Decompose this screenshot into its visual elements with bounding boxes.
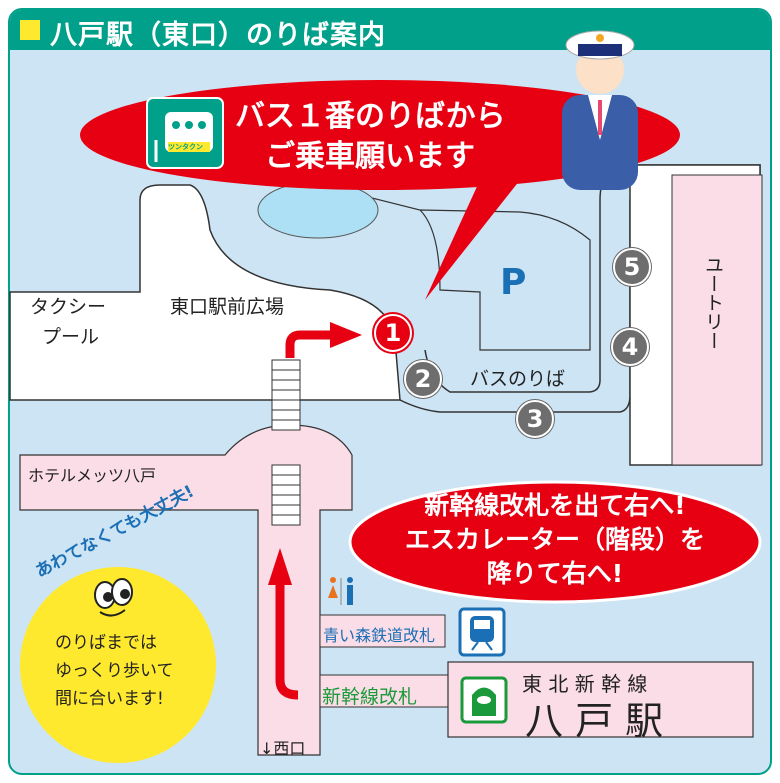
route-arrow-lower-head	[268, 548, 292, 585]
route-arrow-lower	[275, 580, 299, 700]
bus-stop-3: 3	[516, 400, 554, 438]
callout-top-bubble	[80, 80, 680, 190]
stairs-lower	[271, 464, 301, 526]
plaza-label: 東口駅前広場	[170, 296, 285, 318]
taxi-pool-label-1: タクシー	[30, 296, 107, 318]
stairs-upper	[271, 359, 301, 431]
shinkansen-icon	[460, 676, 508, 724]
aoimori-gate-label: 青い森鉄道改札	[323, 626, 436, 645]
reassure-line2: ゆっくり歩いて	[55, 661, 174, 681]
bus-stop-4: 4	[611, 328, 649, 366]
route-arrow-upper	[285, 330, 335, 358]
reassure-circle	[20, 567, 216, 763]
pond	[257, 181, 379, 239]
header-bar: 八戸駅（東口）のりば案内	[10, 10, 770, 51]
aoimori-train-icon	[458, 607, 506, 657]
callout-bottom-line1: 新幹線改札を出て右へ!	[424, 491, 686, 520]
callout-bottom-bubble	[348, 480, 762, 604]
taxi-sign-icon	[146, 97, 224, 169]
callout-top-line2: ご乗車願います	[265, 139, 475, 174]
shinkansen-corridor	[319, 674, 449, 708]
header-square-icon	[20, 20, 40, 40]
utory-label: ユートリー	[702, 255, 724, 350]
taxi-sign-text: TAXI	[184, 102, 202, 110]
callout-bottom-line3: 降りて右へ!	[486, 559, 624, 588]
aoimori-corridor	[319, 614, 446, 648]
station-name-label: 八 戸 駅	[525, 699, 664, 743]
hotel-label: ホテルメッツ八戸	[28, 466, 157, 485]
reassure-line1: のりばまでは	[55, 633, 157, 653]
conductor-illustration	[562, 30, 638, 190]
restroom-icon	[328, 577, 353, 605]
bus-stops-label: バスのりば	[470, 368, 566, 390]
utory-building	[671, 174, 763, 466]
page-title: 八戸駅（東口）のりば案内	[50, 20, 386, 51]
bus-stop-1: 1	[374, 314, 412, 352]
station-line-label: 東 北 新 幹 線	[522, 672, 648, 696]
bus-stop-5: 5	[613, 248, 651, 286]
taxi-brand-text: ツンタクン	[168, 143, 203, 151]
concourse	[19, 424, 353, 756]
callout-top-tail	[425, 180, 520, 300]
route-arrow-upper-head	[330, 322, 362, 348]
bus-stop-2: 2	[404, 360, 442, 398]
reassure-line3: 間に合います!	[55, 689, 164, 709]
callout-bottom-line2: エスカレーター（階段）を	[404, 525, 705, 554]
parking-label: P	[500, 262, 527, 303]
taxi-pool-label-2: プール	[42, 326, 100, 348]
west-exit-label: ↓西口	[260, 739, 306, 758]
plaza-road	[9, 184, 401, 401]
shinkansen-gate-label: 新幹線改札	[322, 686, 418, 708]
callout-top-line1: バス１番のりばから	[235, 99, 506, 134]
smiley-eyes-icon	[94, 578, 133, 617]
